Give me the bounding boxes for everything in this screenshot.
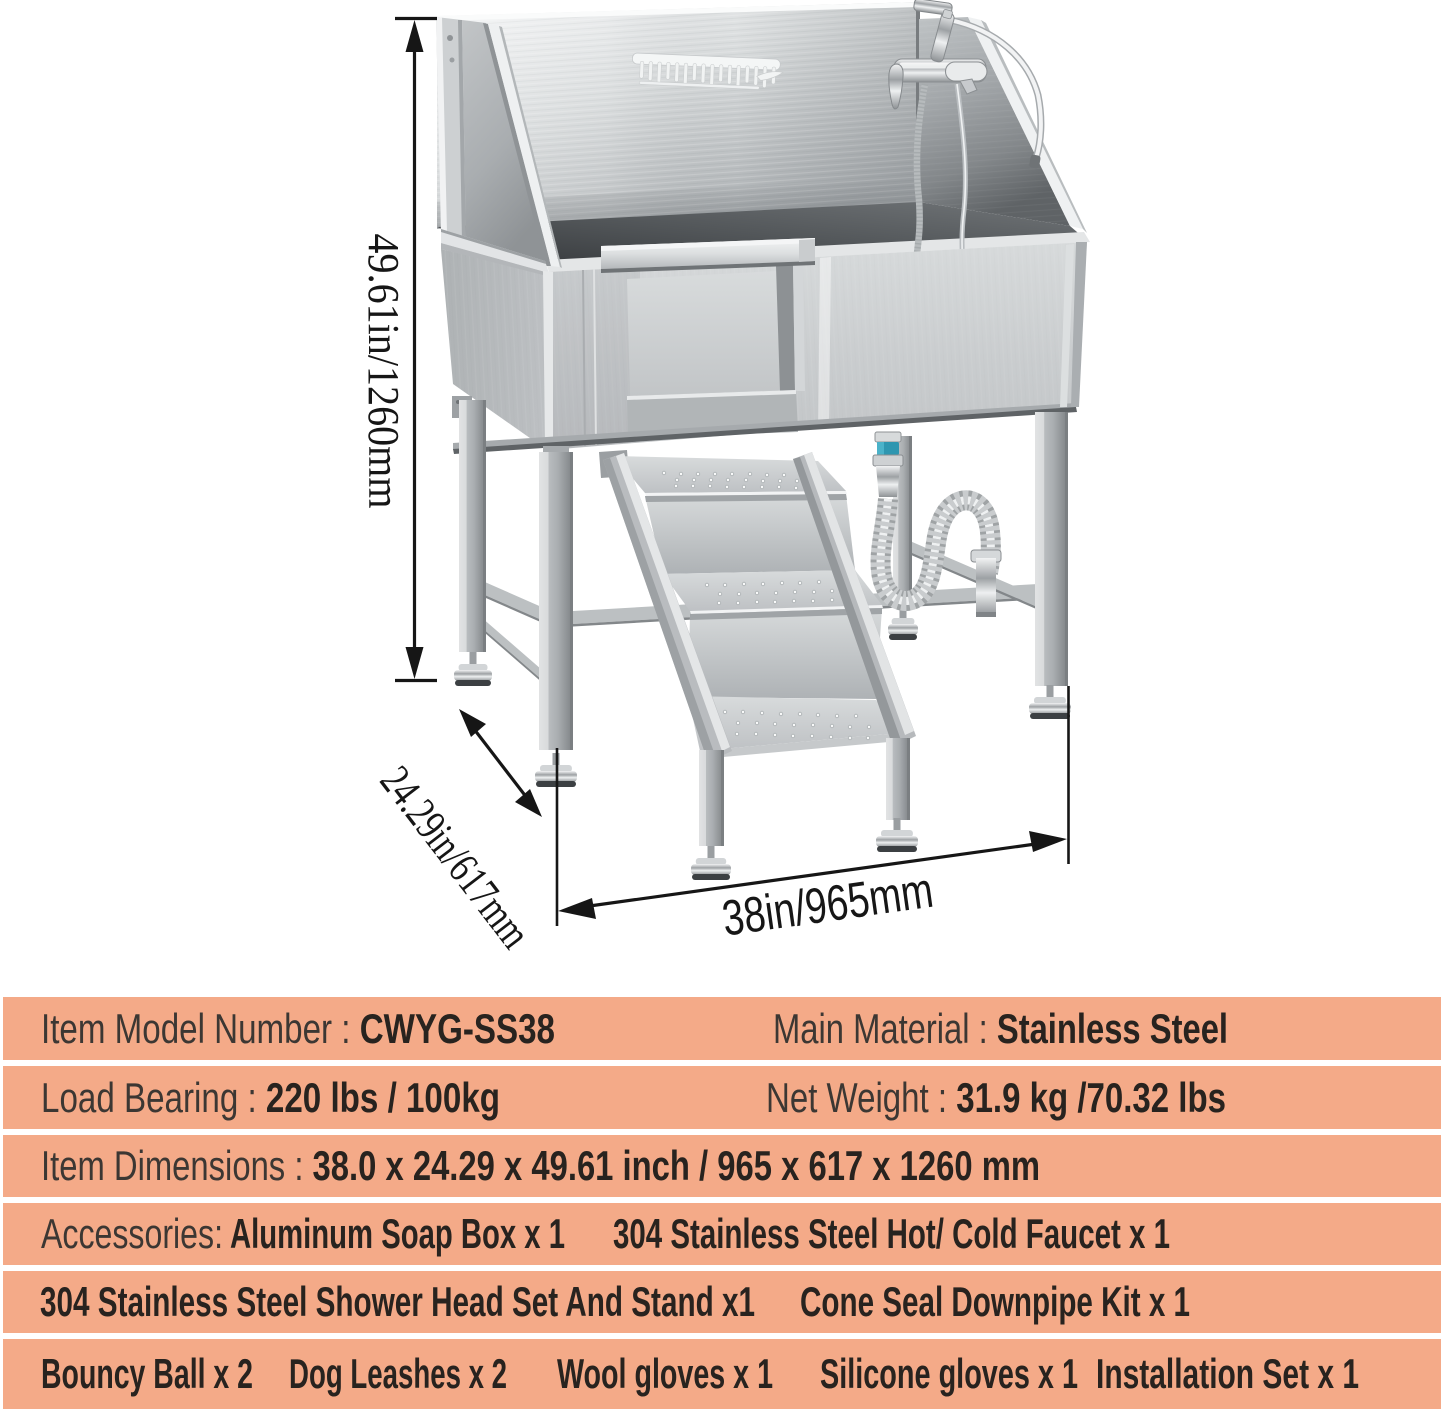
- svg-text:24.29in/617mm: 24.29in/617mm: [371, 757, 541, 957]
- svg-text:49.61in/1260mm: 49.61in/1260mm: [359, 234, 408, 509]
